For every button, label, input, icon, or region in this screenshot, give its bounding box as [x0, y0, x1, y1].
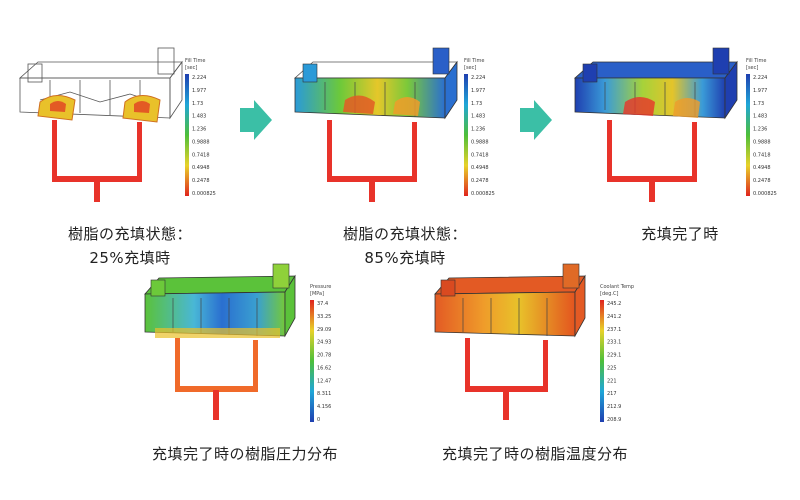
legend-tick-label: 2.224: [192, 75, 206, 81]
legend-title-line1: Fill Time: [185, 58, 206, 64]
legend-title-line2: [deg.C]: [600, 291, 618, 297]
legend-tick-label: 217: [607, 391, 617, 397]
fill-25-model: [18, 47, 183, 202]
legend-tick-label: 2.224: [471, 75, 485, 81]
legend-tick-label: 1.236: [753, 127, 767, 133]
caption-temperature: 充填完了時の樹脂温度分布: [415, 442, 655, 466]
color-bar: [310, 300, 314, 422]
legend-tick-label: 1.236: [192, 127, 206, 133]
fill-done-panel: [565, 40, 775, 215]
legend-tick-label: 1.483: [753, 114, 767, 120]
caption-line: 85%充填時: [364, 249, 446, 267]
legend-tick-label: 225: [607, 365, 617, 371]
legend-title-line2: [MPa]: [310, 291, 324, 297]
legend-tick-label: 221: [607, 378, 617, 384]
fill-85-panel: [285, 40, 495, 215]
legend-tick-label: 1.977: [471, 88, 485, 94]
fill-time-scale-2: Fill Time [sec] 2.224 1.977 1.73 1.483 1.236…: [464, 58, 495, 197]
fill-time-scale-3: Fill Time [sec] 2.224 1.977 1.73 1.483 1.236…: [746, 58, 777, 197]
legend-tick-label: 237.1: [607, 327, 621, 333]
caption-fill-25: 樹脂の充填状態： 25%充填時: [40, 222, 220, 270]
legend-tick-label: 0.000825: [471, 191, 495, 197]
caption-fill-done: 充填完了時: [590, 222, 770, 246]
legend-tick-label: 0.7418: [471, 152, 489, 158]
legend-tick-label: 29.09: [317, 327, 331, 333]
caption-line: 充填完了時の樹脂温度分布: [441, 445, 628, 463]
legend-tick-label: 0.7418: [192, 152, 210, 158]
legend-tick-label: 37.4: [317, 301, 328, 307]
color-bar: [464, 74, 468, 196]
temperature-scale: Coolant Temp [deg.C] 245.2 241.2 237.1 233.…: [600, 284, 634, 423]
legend-tick-label: 0.9888: [192, 139, 210, 145]
legend-tick-label: 241.2: [607, 314, 621, 320]
legend-tick-label: 2.224: [753, 75, 767, 81]
fill-time-legend-2: Fill Time [sec] 2.224 1.977 1.73 1.483 1.236…: [462, 56, 502, 206]
color-bar: [746, 74, 750, 196]
fill-25-panel: [10, 40, 225, 215]
legend-tick-label: 0.4948: [471, 165, 489, 171]
pressure-model: [144, 263, 296, 420]
caption-line: 25%充填時: [89, 249, 171, 267]
legend-tick-label: 12.47: [317, 378, 331, 384]
caption-fill-85: 樹脂の充填状態： 85%充填時: [315, 222, 495, 270]
color-bar: [185, 74, 189, 196]
fill-85-model: [293, 47, 458, 202]
legend-tick-label: 1.73: [471, 101, 482, 107]
legend-tick-label: 1.236: [471, 127, 485, 133]
legend-tick-label: 1.483: [471, 114, 485, 120]
legend-title-line1: Pressure: [310, 284, 331, 290]
legend-tick-label: 0: [317, 417, 320, 423]
temperature-panel: [425, 262, 615, 432]
legend-tick-label: 0.4948: [753, 165, 771, 171]
legend-tick-label: 0.7418: [753, 152, 771, 158]
legend-title-line1: Fill Time: [746, 58, 767, 64]
fill-time-legend-1: Fill Time [sec] 2.224 1.977 1.73 1.483 1.236…: [183, 56, 223, 206]
caption-line: 充填完了時の樹脂圧力分布: [151, 445, 338, 463]
legend-tick-label: 24.93: [317, 340, 331, 346]
legend-tick-label: 245.2: [607, 301, 621, 307]
temperature-model: [434, 263, 586, 420]
caption-line: 充填完了時: [641, 225, 719, 243]
legend-tick-label: 0.000825: [753, 191, 777, 197]
color-bar: [600, 300, 604, 422]
temperature-legend: Coolant Temp [deg.C] 245.2 241.2 237.1 233.…: [598, 282, 638, 432]
legend-tick-label: 8.311: [317, 391, 331, 397]
legend-tick-label: 233.1: [607, 340, 621, 346]
pressure-panel: [135, 262, 325, 432]
pressure-scale: Pressure [MPa] 37.4 33.25 29.09 24.93 20.78 1…: [310, 284, 331, 423]
legend-title-line2: [sec]: [746, 65, 758, 71]
legend-tick-label: 16.62: [317, 365, 331, 371]
arrow-right-icon: [520, 100, 552, 140]
legend-title-line2: [sec]: [185, 65, 197, 71]
legend-tick-label: 4.156: [317, 404, 331, 410]
legend-tick-label: 0.2478: [471, 178, 489, 184]
legend-tick-label: 0.2478: [753, 178, 771, 184]
fill-time-scale-1: Fill Time [sec] 2.224 1.977 1.73 1.483 1.236…: [185, 58, 216, 197]
legend-title-line1: Coolant Temp: [600, 284, 634, 290]
legend-tick-label: 1.483: [192, 114, 206, 120]
legend-tick-label: 0.000825: [192, 191, 216, 197]
legend-tick-label: 0.9888: [753, 139, 771, 145]
pressure-legend: Pressure [MPa] 37.4 33.25 29.09 24.93 20.78 1…: [308, 282, 348, 432]
caption-line: 樹脂の充填状態：: [342, 225, 467, 243]
legend-tick-label: 33.25: [317, 314, 331, 320]
legend-title-line2: [sec]: [464, 65, 476, 71]
legend-tick-label: 1.977: [192, 88, 206, 94]
legend-tick-label: 212.9: [607, 404, 621, 410]
caption-pressure: 充填完了時の樹脂圧力分布: [125, 442, 365, 466]
legend-tick-label: 0.9888: [471, 139, 489, 145]
legend-tick-label: 0.2478: [192, 178, 210, 184]
fill-time-legend-3: Fill Time [sec] 2.224 1.977 1.73 1.483 1.236…: [744, 56, 784, 206]
legend-tick-label: 208.9: [607, 417, 621, 423]
legend-tick-label: 1.73: [753, 101, 764, 107]
legend-tick-label: 1.73: [192, 101, 203, 107]
fill-done-model: [573, 47, 738, 202]
legend-tick-label: 229.1: [607, 353, 621, 359]
caption-line: 樹脂の充填状態：: [67, 225, 192, 243]
legend-tick-label: 20.78: [317, 353, 331, 359]
legend-tick-label: 0.4948: [192, 165, 210, 171]
legend-title-line1: Fill Time: [464, 58, 485, 64]
arrow-right-icon: [240, 100, 272, 140]
legend-tick-label: 1.977: [753, 88, 767, 94]
